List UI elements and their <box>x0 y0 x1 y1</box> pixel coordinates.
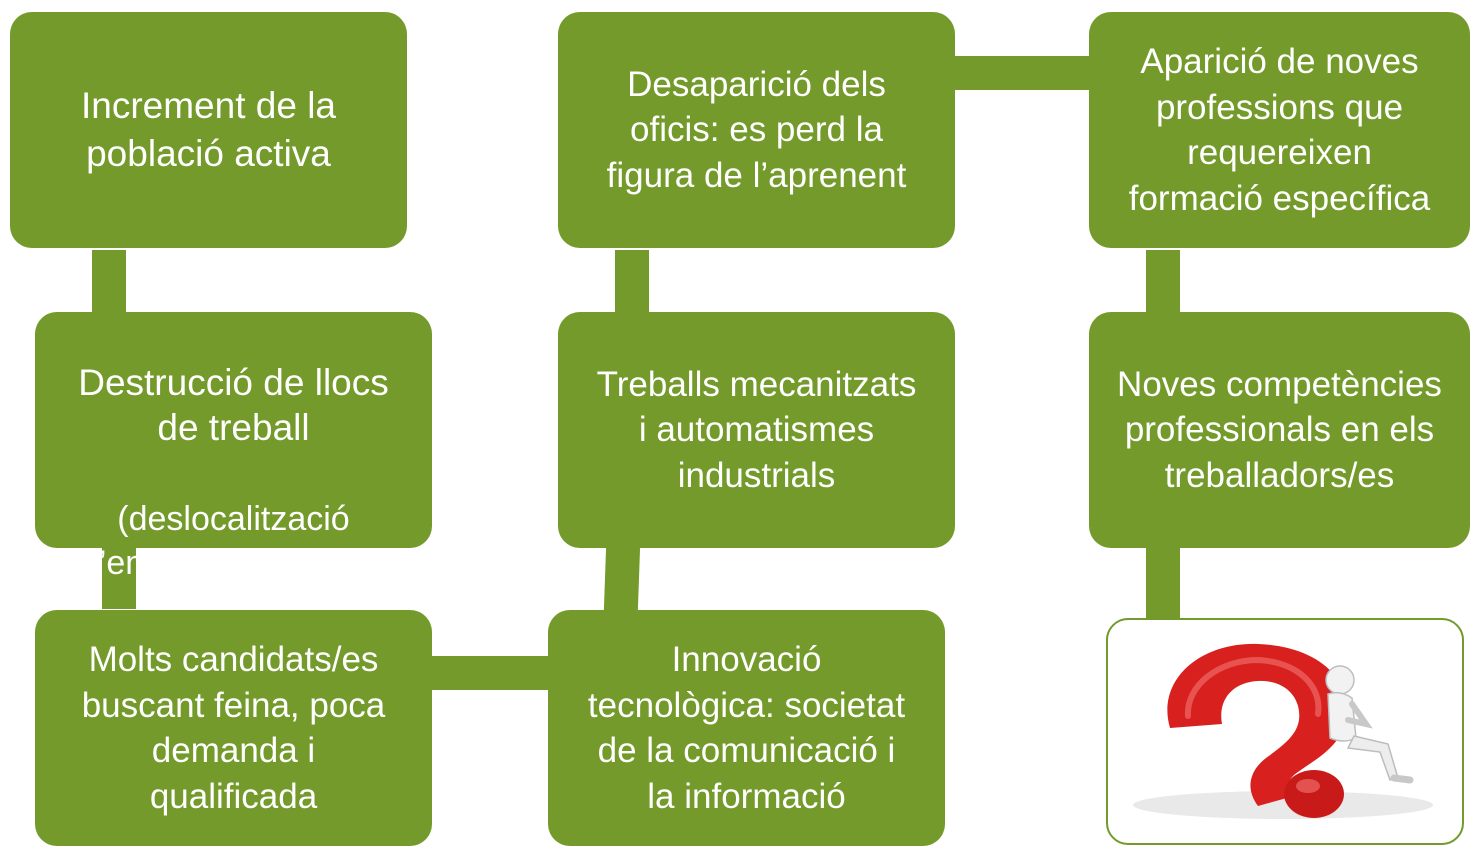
connector-desaparicio-aparicio <box>955 56 1089 90</box>
node-innovacio-tecnologica: Innovació tecnològica: societat de la co… <box>548 610 945 846</box>
node-desaparicio-oficis: Desaparició dels oficis: es perd la figu… <box>558 12 955 248</box>
node-treballs-mecanitzats: Treballs mecanitzats i automatismes indu… <box>558 312 955 548</box>
node-innovacio-text: Innovació tecnològica: societat de la co… <box>587 640 906 816</box>
node-aparicio-professions: Aparició de noves professions que requer… <box>1089 12 1470 248</box>
connector-innovacio-treballs <box>603 545 641 611</box>
node-aparicio-text: Aparició de noves professions que requer… <box>1128 42 1431 218</box>
node-treballs-text: Treballs mecanitzats i automatismes indu… <box>596 364 917 495</box>
question-mark-thinking-figure-icon <box>1133 643 1433 819</box>
connector-aparicio-noves <box>1146 250 1180 312</box>
node-increment-text: Increment de la població activa <box>80 84 337 174</box>
connector-molts-innovacio <box>430 656 548 690</box>
connector-noves-image <box>1146 548 1180 620</box>
node-increment-poblacio: Increment de la població activa <box>10 12 407 248</box>
node-destruccio-llocs: Destrucció de llocs de treball (deslocal… <box>35 312 432 625</box>
node-desaparicio-text: Desaparició dels oficis: es perd la figu… <box>606 64 907 195</box>
connector-treballs-desaparicio <box>615 250 649 312</box>
question-image-box <box>1106 618 1464 845</box>
node-destruccio-title: Destrucció de llocs de treball <box>78 362 389 449</box>
connector-increment-destruccio <box>92 250 126 314</box>
node-molts-text: Molts candidats/es buscant feina, poca d… <box>81 640 386 816</box>
connector-destruccio-molts <box>102 545 136 609</box>
node-noves-text: Noves competències professionals en els … <box>1117 364 1442 495</box>
node-molts-candidats: Molts candidats/es buscant feina, poca d… <box>35 610 432 846</box>
node-noves-competencies: Noves competències professionals en els … <box>1089 312 1470 548</box>
